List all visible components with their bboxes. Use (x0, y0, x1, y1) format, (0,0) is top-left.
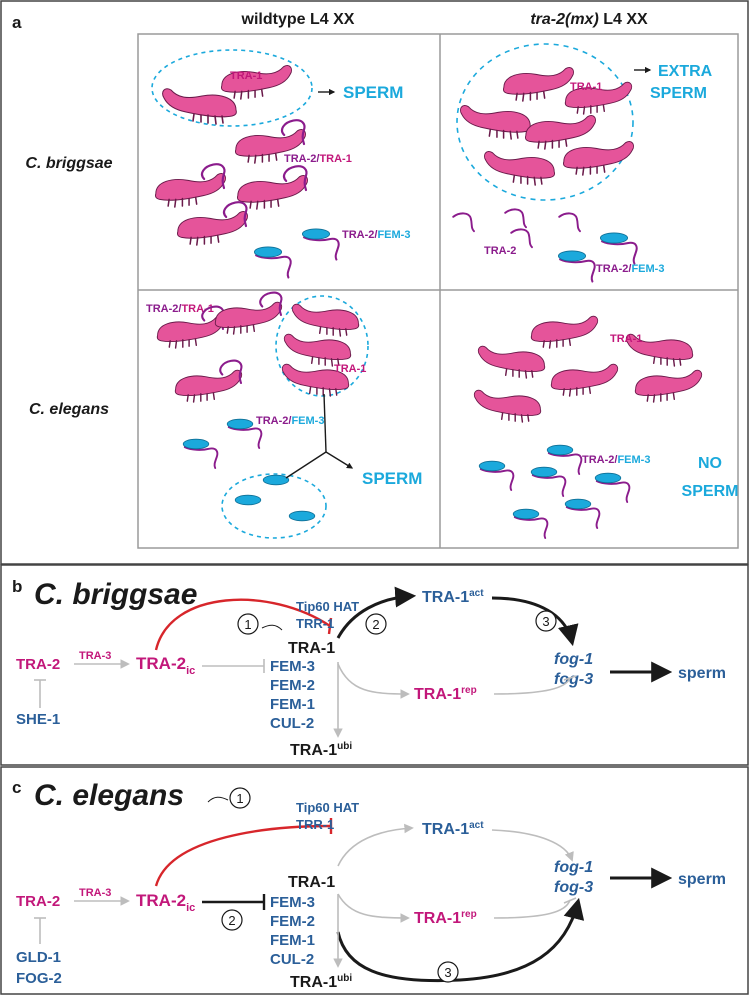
label-extra: EXTRA (658, 63, 713, 80)
label-no-sperm: SPERM (682, 483, 739, 500)
node-fem2: FEM-2 (270, 913, 315, 930)
node-cul2: CUL-2 (270, 951, 314, 968)
node-tra2: TRA-2 (16, 656, 60, 673)
label-tra2-fem3: TRA-2/FEM-3 (582, 454, 650, 466)
label-tra1: TRA-1 (570, 81, 602, 93)
step-2: 2 (228, 913, 235, 928)
label-tra3: TRA-3 (79, 887, 111, 899)
node-sperm: sperm (678, 665, 726, 682)
label-tra2: TRA-2 (484, 245, 516, 257)
label-tra2-fem3: TRA-2/FEM-3 (342, 229, 410, 241)
cell-briggsae-wildtype: TRA-1 SPERM TRA-2/TRA-1 TRA-2/FEM-3 (151, 49, 410, 279)
node-fog1: fog-1 (554, 651, 593, 668)
panel-c: c C. elegans TRA-2 TRA-3 TRA-2ic GLD-1 F… (0, 766, 749, 995)
col-header-wildtype: wildtype L4 XX (241, 11, 355, 28)
node-fem3: FEM-3 (270, 658, 315, 675)
step-3: 3 (542, 614, 549, 629)
node-she1: SHE-1 (16, 711, 60, 728)
cell-briggsae-mx: TRA-1 EXTRA SPERM TRA-2 TRA-2/FEM-3 (452, 43, 713, 283)
node-tra1act: TRA-1act (422, 588, 484, 606)
label-tra3: TRA-3 (79, 650, 111, 662)
step-1: 1 (244, 617, 251, 632)
panel-c-letter: c (12, 778, 21, 797)
node-tra1rep: TRA-1rep (414, 685, 477, 703)
node-fem3: FEM-3 (270, 894, 315, 911)
panel-b: b C. briggsae TRA-2 TRA-3 TRA-2ic SHE-1 … (0, 564, 749, 766)
panel-b-frame (0, 564, 749, 766)
node-fog1: fog-1 (554, 859, 593, 876)
label-tip60: Tip60 HAT (296, 599, 359, 614)
panel-b-title: C. briggsae (34, 578, 197, 611)
node-tra1ubi: TRA-1ubi (290, 741, 352, 759)
row-label-elegans: C. elegans (29, 401, 109, 418)
step-3: 3 (444, 965, 451, 980)
cell-elegans-mx: TRA-1 TRA-2/FEM-3 NO SPERM (474, 315, 739, 539)
node-tra2ic: TRA-2ic (136, 891, 195, 914)
node-tra2: TRA-2 (16, 893, 60, 910)
node-tra1: TRA-1 (288, 874, 335, 891)
label-sperm: SPERM (343, 83, 403, 102)
label-tra2-fem3: TRA-2/FEM-3 (256, 415, 324, 427)
panel-a: a wildtype L4 XX tra-2(mx) L4 XX C. brig… (0, 0, 749, 565)
label-sperm: SPERM (362, 469, 422, 488)
label-tip60: Tip60 HAT (296, 800, 359, 815)
node-tra1ubi: TRA-1ubi (290, 973, 352, 991)
label-tra1: TRA-1 (230, 70, 262, 82)
node-cul2: CUL-2 (270, 715, 314, 732)
col-header-mx: tra-2(mx) L4 XX (530, 11, 648, 28)
label-tra1: TRA-1 (334, 363, 366, 375)
node-fem1: FEM-1 (270, 932, 315, 949)
panel-b-letter: b (12, 577, 22, 596)
panel-a-letter: a (12, 13, 22, 32)
node-tra1act: TRA-1act (422, 820, 484, 838)
label-tra2-fem3: TRA-2/FEM-3 (596, 263, 664, 275)
node-sperm: sperm (678, 871, 726, 888)
label-no: NO (698, 455, 722, 472)
node-fem2: FEM-2 (270, 677, 315, 694)
step-2: 2 (372, 617, 379, 632)
row-label-briggsae: C. briggsae (25, 155, 112, 172)
node-tra1rep: TRA-1rep (414, 909, 477, 927)
panel-c-title: C. elegans (34, 779, 184, 812)
node-fog2: FOG-2 (16, 970, 62, 987)
node-fog3: fog-3 (554, 879, 593, 896)
label-tra2-tra1: TRA-2/TRA-1 (146, 303, 214, 315)
node-tra2ic: TRA-2ic (136, 654, 195, 677)
node-gld1: GLD-1 (16, 949, 61, 966)
label-tra2-tra1: TRA-2/TRA-1 (284, 153, 352, 165)
node-fog3: fog-3 (554, 671, 593, 688)
label-trr1: TRR-1 (296, 616, 334, 631)
panel-a-frame (0, 0, 749, 565)
panel-a-grid (137, 33, 739, 549)
label-tra1: TRA-1 (610, 333, 642, 345)
cell-elegans-wildtype: TRA-2/TRA-1 TRA-1 TRA-2/FEM-3 SPERM (146, 291, 422, 539)
step-1: 1 (236, 791, 243, 806)
node-tra1: TRA-1 (288, 640, 335, 657)
label-extra-sperm: SPERM (650, 85, 707, 102)
panel-c-frame (0, 766, 749, 995)
label-trr1: TRR-1 (296, 817, 334, 832)
node-fem1: FEM-1 (270, 696, 315, 713)
